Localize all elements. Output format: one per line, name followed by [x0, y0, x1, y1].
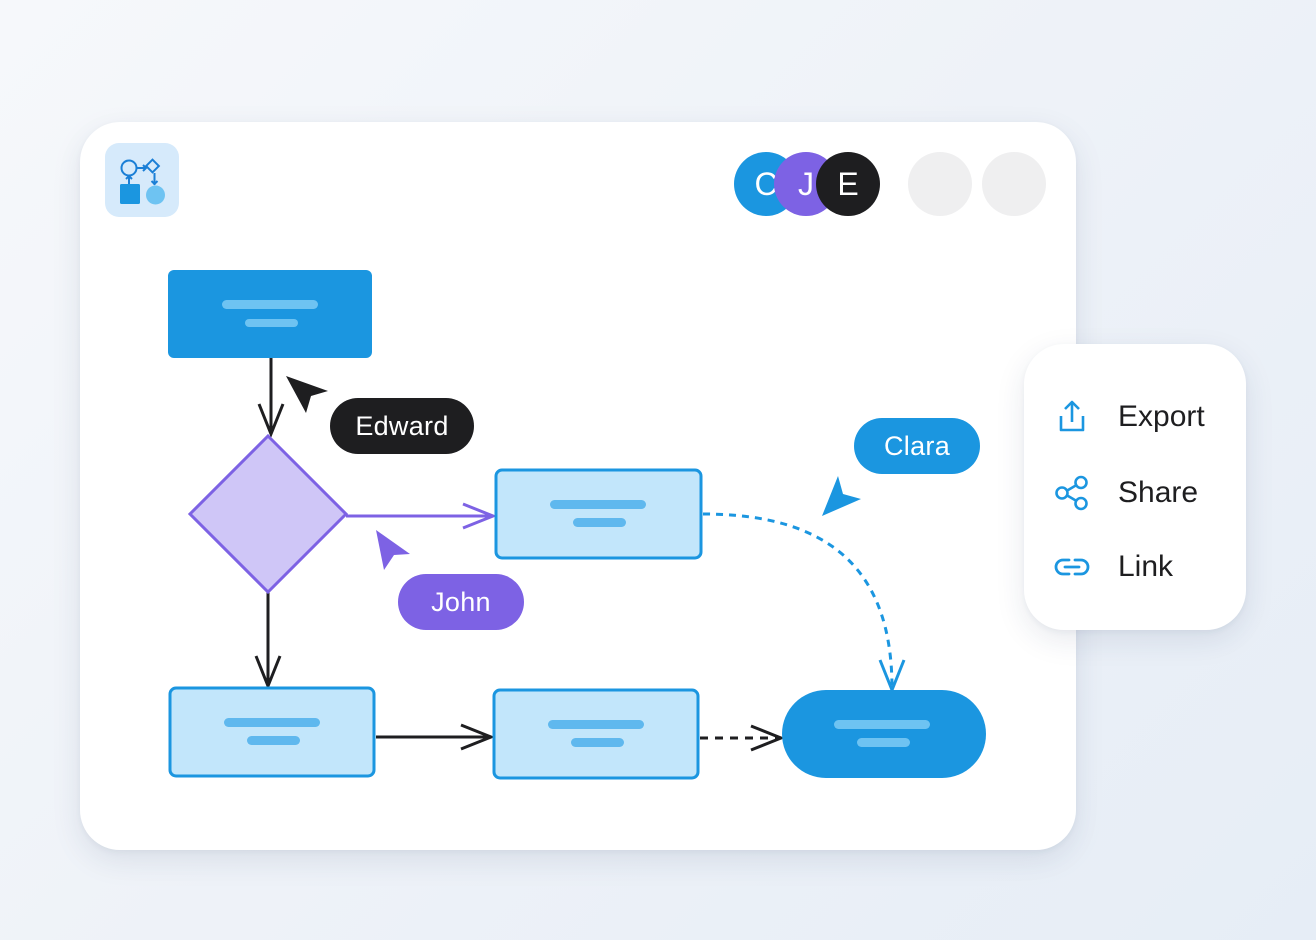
window-control-button[interactable] [908, 152, 972, 216]
upload-icon [1052, 397, 1092, 437]
avatar-initial: J [798, 165, 814, 202]
menu-item-label: Share [1118, 476, 1199, 509]
menu-item-label: Link [1118, 550, 1174, 583]
window-control-button[interactable] [982, 152, 1046, 216]
menu-item-share[interactable]: Share [1052, 468, 1198, 518]
menu-item-label: Export [1118, 400, 1205, 433]
cursor-name: Edward [355, 410, 449, 441]
flowchart-logo-icon [120, 158, 165, 205]
connector-decision-to-bottom-left[interactable] [254, 592, 282, 691]
connector-start-to-decision[interactable] [257, 358, 285, 439]
connector-decision-to-process[interactable] [346, 502, 498, 530]
process-node-bottom-left[interactable] [168, 686, 376, 778]
share-menu: Export Share Link [1024, 344, 1246, 630]
menu-item-link[interactable]: Link [1052, 542, 1173, 592]
menu-item-export[interactable]: Export [1052, 392, 1205, 442]
clara-cursor-icon [822, 476, 861, 516]
connector-bottom-middle-to-end-dashed[interactable] [700, 724, 786, 752]
connector-bottom-left-to-bottom-middle[interactable] [376, 723, 496, 751]
process-node-bottom-middle[interactable] [492, 688, 700, 780]
cursor-name: John [431, 586, 491, 617]
avatar-initial: E [837, 165, 859, 202]
edward-cursor-label: Edward [330, 398, 474, 454]
clara-cursor-label: Clara [854, 418, 980, 474]
collaborator-avatar-e[interactable]: E [816, 152, 880, 216]
connector-process-to-end-dashed[interactable] [702, 512, 906, 695]
end-node[interactable] [782, 690, 986, 778]
share-icon [1052, 473, 1092, 513]
start-node[interactable] [168, 270, 372, 358]
edward-cursor-icon [286, 376, 328, 413]
decision-node[interactable] [187, 433, 349, 595]
john-cursor-icon [376, 530, 410, 570]
cursor-name: Clara [883, 430, 951, 461]
john-cursor-label: John [398, 574, 524, 630]
link-icon [1052, 547, 1092, 587]
avatar-initial: C [754, 165, 778, 202]
process-node-middle[interactable] [494, 468, 703, 560]
app-logo [105, 143, 179, 217]
